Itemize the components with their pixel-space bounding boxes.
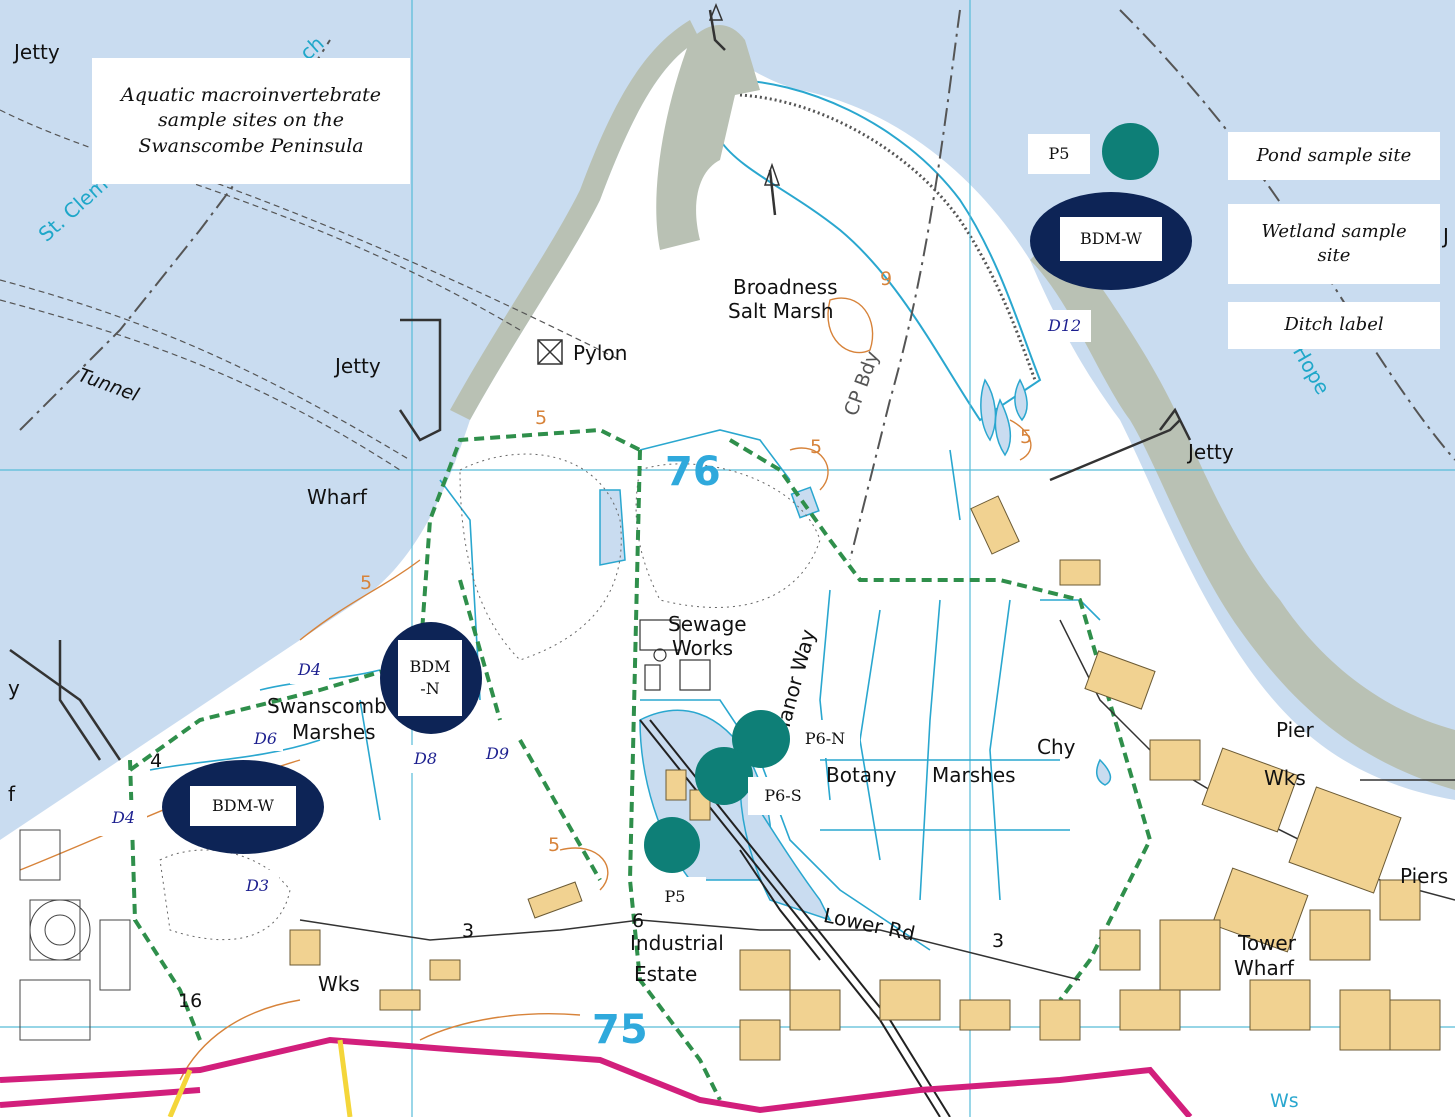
title-line-2: sample sites on the: [158, 109, 344, 132]
label-pier: Pier: [1276, 718, 1314, 742]
water-features: [149, 429, 1101, 951]
ditch-d4-west: D4: [100, 800, 148, 836]
ditch-d4-north: D4: [290, 656, 330, 684]
contour-9: 9: [880, 268, 893, 290]
label-jetty-nw: Jetty: [14, 40, 60, 64]
foreshore-nw: [450, 20, 700, 420]
label-wks-east: Wks: [1264, 766, 1306, 790]
label-ws: Ws: [1270, 1090, 1299, 1112]
label-chy: Chy: [1037, 735, 1076, 759]
sewage-tanks: [639, 619, 711, 691]
legend-pond-code: P5: [1028, 134, 1090, 174]
ditch-d3: D3: [236, 870, 280, 902]
site-p6-n-label: P6-N: [790, 720, 860, 758]
label-broadness: Broadness: [733, 275, 838, 299]
label-botany-marshes: Marshes: [932, 763, 1016, 787]
label-salt-marsh: Salt Marsh: [728, 299, 834, 323]
contour-5b: 5: [810, 436, 823, 458]
label-works: Works: [672, 636, 734, 660]
legend-pond-label: Pond sample site: [1228, 132, 1440, 180]
grid-number-north: 76: [665, 449, 721, 495]
buildings: [289, 495, 1441, 1061]
title-line-3: Swanscombe Peninsula: [138, 134, 364, 157]
contours: [19, 297, 1032, 1081]
legend-wetland-text: Wetland sample site: [1261, 220, 1407, 266]
east-pools: [980, 378, 1112, 786]
salt-marsh-bank: [739, 93, 1037, 381]
housing-sw: [19, 829, 131, 1041]
spot-height-6: 6: [632, 910, 645, 932]
label-swanscombe: Swanscomb: [267, 694, 387, 718]
label-botany: Botany: [826, 763, 897, 787]
label-tower-wharf: Wharf: [1234, 956, 1294, 980]
contour-5d: 5: [548, 834, 561, 856]
site-p5-dot: [644, 817, 700, 873]
label-industrial: Industrial: [630, 931, 724, 955]
ditch-d8: D8: [406, 745, 446, 773]
spot-height-3a: 3: [462, 920, 475, 942]
ditch-d9: D9: [478, 740, 518, 768]
label-jetty-edge: J: [1443, 224, 1449, 248]
legend-ditch-code: D12: [1038, 310, 1092, 342]
legend-pond-dot: [1102, 123, 1159, 180]
label-estate: Estate: [634, 962, 698, 986]
peninsula-land: [0, 40, 1455, 1117]
spit: [656, 25, 760, 250]
salt-marsh-enclosure: [718, 78, 1042, 422]
spot-height-3b: 3: [992, 930, 1005, 952]
tunnel-lines: [0, 109, 621, 471]
spot-height-16: 16: [178, 990, 203, 1012]
pylon-symbols: [537, 2, 781, 365]
site-p6-s-label: P6-S: [748, 777, 818, 815]
label-wks-sw: Wks: [318, 972, 360, 996]
label-edge-y: y: [8, 676, 20, 700]
legend-wetland-code: BDM-W: [1060, 217, 1162, 261]
label-sewage: Sewage: [668, 612, 747, 636]
contour-5a: 5: [535, 407, 548, 429]
foreshore-east: [1030, 230, 1455, 790]
ditch-d6: D6: [248, 727, 284, 751]
spot-height-4: 4: [150, 750, 163, 772]
jetties: [9, 9, 1192, 761]
contour-5e: 5: [360, 572, 373, 594]
label-wharf: Wharf: [307, 485, 367, 509]
label-pylon: Pylon: [573, 341, 628, 365]
footpaths: [128, 427, 1153, 1101]
site-bdm-n-label: BDM -N: [398, 640, 462, 716]
contour-5c: 5: [1020, 426, 1033, 448]
legend-wetland-label: Wetland sample site: [1228, 204, 1440, 284]
label-tower: Tower: [1238, 931, 1296, 955]
grid-number-south: 75: [592, 1007, 648, 1053]
legend-ditch-label: Ditch label: [1228, 302, 1440, 349]
title-line-1: Aquatic macroinvertebrate: [120, 83, 382, 106]
site-p6-s-dot: [695, 747, 753, 805]
site-p5-label: P5: [644, 877, 706, 917]
label-edge-f: f: [8, 782, 16, 806]
scrub-areas: [159, 453, 821, 941]
label-marshes-west: Marshes: [292, 720, 376, 744]
title-box: Aquatic macroinvertebrate sample sites o…: [92, 58, 410, 184]
site-bdm-w-label: BDM-W: [190, 786, 296, 826]
label-jetty-east: Jetty: [1188, 440, 1234, 464]
label-jetty-mid: Jetty: [335, 354, 381, 378]
label-piers: Piers: [1400, 864, 1449, 888]
